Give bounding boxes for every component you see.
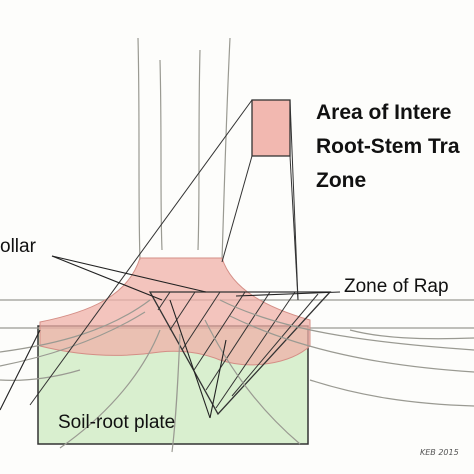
collar-label: ollar (0, 236, 36, 257)
rapid-taper-hatch (148, 291, 332, 416)
soil-root-plate-label: Soil-root plate (58, 412, 176, 433)
aoi-label-line2: Root-Stem Tra (316, 135, 460, 158)
area-of-interest-box (251, 99, 291, 157)
lateral-roots (0, 299, 474, 453)
aoi-projection-lines (29, 99, 299, 406)
aoi-label-line1: Area of Intere (316, 101, 452, 124)
root-collar-zone (39, 257, 311, 366)
artist-signature: KEB 2015 (420, 448, 459, 457)
aoi-label-line3: Zone (316, 169, 367, 192)
tree-trunk (137, 37, 231, 261)
leader-lines (0, 255, 341, 419)
zone-rapid-label: Zone of Rap (344, 276, 449, 297)
